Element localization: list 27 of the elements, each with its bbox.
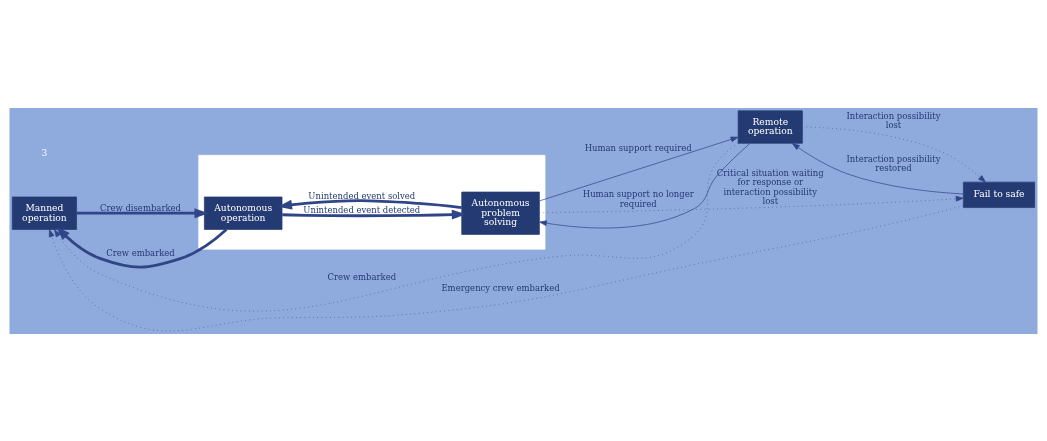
arrow	[791, 142, 964, 194]
arrow	[54, 142, 739, 312]
edge-label: Interaction possibility restored	[846, 153, 941, 173]
edge-label: Emergency crew embarked	[441, 282, 560, 293]
node-box: Autonomous problem solving	[461, 191, 540, 235]
edge-label: Human support required	[584, 142, 692, 153]
arrow	[539, 142, 751, 228]
label: 3	[41, 146, 48, 158]
arrow	[48, 204, 964, 331]
arrow	[282, 209, 466, 220]
edge-label: Human support no longer required	[582, 188, 694, 209]
arrow	[539, 195, 964, 213]
edge-label: Interaction possibility lost	[846, 110, 941, 130]
edge-label: Critical situation waiting for response or interaction possibility lost	[716, 167, 824, 206]
edge-label: Unintended event detected	[303, 204, 421, 215]
node-box: Remote operation	[737, 109, 803, 144]
edge-label: Crew embarked	[327, 271, 397, 282]
arrow	[76, 207, 209, 218]
edge-label: Crew embarked	[106, 247, 175, 258]
node-box: Manned operation	[11, 196, 77, 230]
node-box: Autonomous operation	[204, 196, 283, 230]
edge-label: Crew disembarked	[99, 202, 182, 213]
arrow	[539, 136, 739, 201]
edge-label: Unintended event solved	[308, 190, 416, 201]
arrow	[56, 226, 228, 269]
arrow	[277, 198, 462, 210]
node-box: Fail to safe	[963, 181, 1036, 208]
